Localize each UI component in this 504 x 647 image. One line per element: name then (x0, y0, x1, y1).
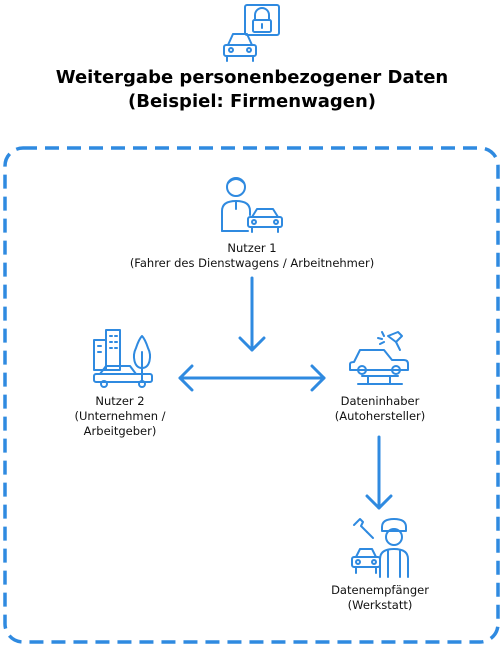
page-title: Weitergabe personenbezogener Daten (Beis… (0, 66, 504, 114)
node-owner-detail: (Autohersteller) (334, 409, 426, 423)
node-recipient: Datenempfänger (Werkstatt) (300, 583, 460, 613)
driver-car-icon (220, 175, 284, 235)
node-user1: Nutzer 1 (Fahrer des Dienstwagens / Arbe… (102, 241, 402, 271)
page-title-line2: (Beispiel: Firmenwagen) (128, 91, 376, 112)
node-owner: Dateninhaber (Autohersteller) (300, 394, 460, 424)
node-user2-detail-line1: (Unternehmen / (74, 409, 166, 423)
node-user2-detail-line2: Arbeitgeber) (83, 424, 157, 438)
company-building-car-icon (90, 328, 156, 388)
node-user1-name: Nutzer 1 (227, 241, 277, 255)
node-owner-name: Dateninhaber (340, 394, 420, 408)
node-user1-detail: (Fahrer des Dienstwagens / Arbeitnehmer) (129, 256, 375, 270)
node-user2: Nutzer 2 (Unternehmen / Arbeitgeber) (40, 394, 200, 439)
car-repair-spray-icon (346, 330, 412, 388)
node-recipient-name: Datenempfänger (331, 583, 429, 597)
car-lock-icon (222, 3, 284, 63)
mechanic-icon (350, 517, 412, 579)
page-title-line1: Weitergabe personenbezogener Daten (55, 67, 449, 88)
node-user2-name: Nutzer 2 (95, 394, 145, 408)
node-recipient-detail: (Werkstatt) (347, 598, 413, 612)
